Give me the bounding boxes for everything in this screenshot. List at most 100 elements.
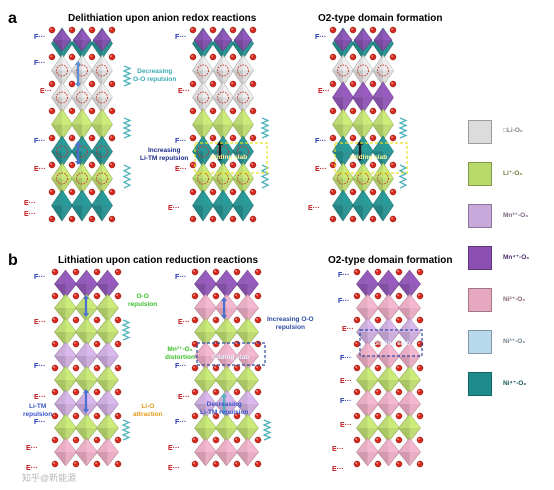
oxygen-atom (212, 460, 220, 468)
oxygen-highlight (256, 318, 258, 320)
col-b1-octahedron-facet (107, 366, 119, 380)
col-a1-octahedron-facet (51, 70, 62, 87)
oxygen-atom (51, 412, 59, 420)
annotation-litm-repulsion: Li-TM repulsion (23, 403, 53, 418)
oxygen-highlight (95, 294, 97, 296)
oxygen-highlight (211, 217, 214, 220)
oxygen-highlight (110, 136, 112, 139)
col-a1-octahedron-facet (51, 124, 62, 141)
arrow-head (75, 141, 81, 145)
oxygen-atom (254, 364, 262, 372)
mn4-octahedron-facet (363, 29, 372, 40)
oxygen-atom (416, 412, 424, 420)
oxygen-highlight (418, 462, 420, 464)
oxygen-highlight (211, 136, 214, 139)
col-a3-octahedron-facet (332, 97, 343, 114)
legend-swatch (468, 204, 492, 228)
oxygen-atom (349, 161, 357, 169)
oxygen-highlight (211, 55, 214, 57)
oxygen-highlight (116, 270, 118, 272)
layer-label-e: E··· (24, 200, 36, 207)
spring (122, 164, 132, 189)
col-b2-octahedron-facet (247, 438, 259, 452)
oxygen-atom (48, 53, 56, 61)
oxygen-atom (48, 134, 56, 142)
col-b2-octahedron-facet (205, 294, 217, 308)
col-b2-octahedron-facet (236, 308, 248, 322)
spring (398, 117, 408, 139)
col-a1-octahedron-facet (91, 151, 102, 168)
col-b1-octahedron-facet (75, 308, 87, 322)
mn4-octahedron-facet (53, 40, 62, 51)
oxygen-highlight (351, 82, 353, 84)
oxygen-atom (416, 436, 424, 444)
oxygen-atom (212, 340, 220, 348)
mn4-octahedron-facet (194, 40, 203, 51)
annotation-lio-attraction: Li-O attraction (133, 403, 163, 418)
legend-swatch (468, 246, 492, 270)
oxygen-highlight (235, 270, 238, 272)
oxygen-atom (389, 134, 397, 142)
oxygen-atom (48, 80, 56, 88)
oxygen-atom (369, 53, 377, 61)
col-a2-octahedron-facet (223, 81, 234, 98)
oxygen-highlight (397, 414, 399, 416)
layer-label-e: E··· (34, 394, 46, 401)
oxygen-atom (189, 26, 197, 34)
oxygen-atom (389, 215, 397, 223)
layer-label-f: F··· (34, 419, 46, 426)
oxygen-atom (395, 460, 403, 468)
oxygen-atom (108, 53, 116, 61)
col-a1-octahedron-facet (82, 135, 93, 152)
vacancy-circle (197, 145, 209, 158)
gliding-slab-label-a2: Gliding slab (350, 154, 388, 161)
col-b1-octahedron-facet (96, 284, 108, 298)
oxygen-highlight (191, 28, 194, 30)
col-b3-octahedron-facet (356, 284, 368, 298)
legend-swatch (468, 162, 492, 186)
col-a2-octahedron-facet (232, 151, 243, 168)
legend-label: Mn⁴⁺-O₆ (503, 254, 530, 261)
oxygen-atom (416, 364, 424, 372)
col-a1-octahedron-facet (62, 81, 73, 98)
col-a1-octahedron-facet (62, 189, 73, 206)
col-b2-octahedron-facet (236, 428, 248, 442)
col-b3-octahedron-facet (398, 332, 410, 346)
col-a2-octahedron-facet (232, 70, 243, 87)
legend-label: Li⁺-O₆ (503, 170, 523, 177)
vacancy-circle (96, 145, 108, 158)
oxygen-atom (114, 292, 122, 300)
col-b3-octahedron-facet (377, 452, 389, 466)
col-b2-octahedron-facet (194, 428, 206, 442)
oxygen-atom (68, 53, 76, 61)
col-b1-octahedron-facet (86, 390, 98, 404)
oxygen-highlight (214, 438, 217, 440)
col-b2-octahedron-facet (247, 270, 259, 284)
col-b2-octahedron-facet (205, 318, 217, 332)
oxygen-atom (48, 107, 56, 115)
col-b1-octahedron-facet (107, 318, 119, 332)
oxygen-highlight (235, 390, 238, 392)
spring (260, 164, 270, 189)
col-b2-octahedron-facet (194, 452, 206, 466)
col-b3-octahedron-facet (388, 294, 400, 308)
annotation-oo-repulsion: O-O repulsion (128, 293, 158, 308)
oxygen-highlight (214, 390, 217, 392)
oxygen-highlight (191, 55, 194, 57)
oxygen-highlight (116, 342, 118, 344)
col-b3-octahedron-facet (409, 366, 421, 380)
oxygen-highlight (110, 190, 112, 193)
col-b2-octahedron-facet (215, 428, 227, 442)
oxygen-atom (389, 188, 397, 196)
layer-label-e: E··· (178, 394, 190, 401)
col-a3-octahedron-facet (352, 70, 363, 87)
layer-label-e: E··· (168, 445, 180, 452)
mn4-octahedron-facet (343, 29, 352, 40)
col-b3-octahedron-facet (388, 438, 400, 452)
arrow-head (221, 393, 227, 397)
oxygen-highlight (53, 414, 55, 416)
col-b2-octahedron-facet (236, 332, 248, 346)
legend-label: Mn³⁺-O₆ (503, 212, 529, 219)
oxygen-atom (209, 53, 217, 61)
oxygen-highlight (116, 438, 118, 440)
